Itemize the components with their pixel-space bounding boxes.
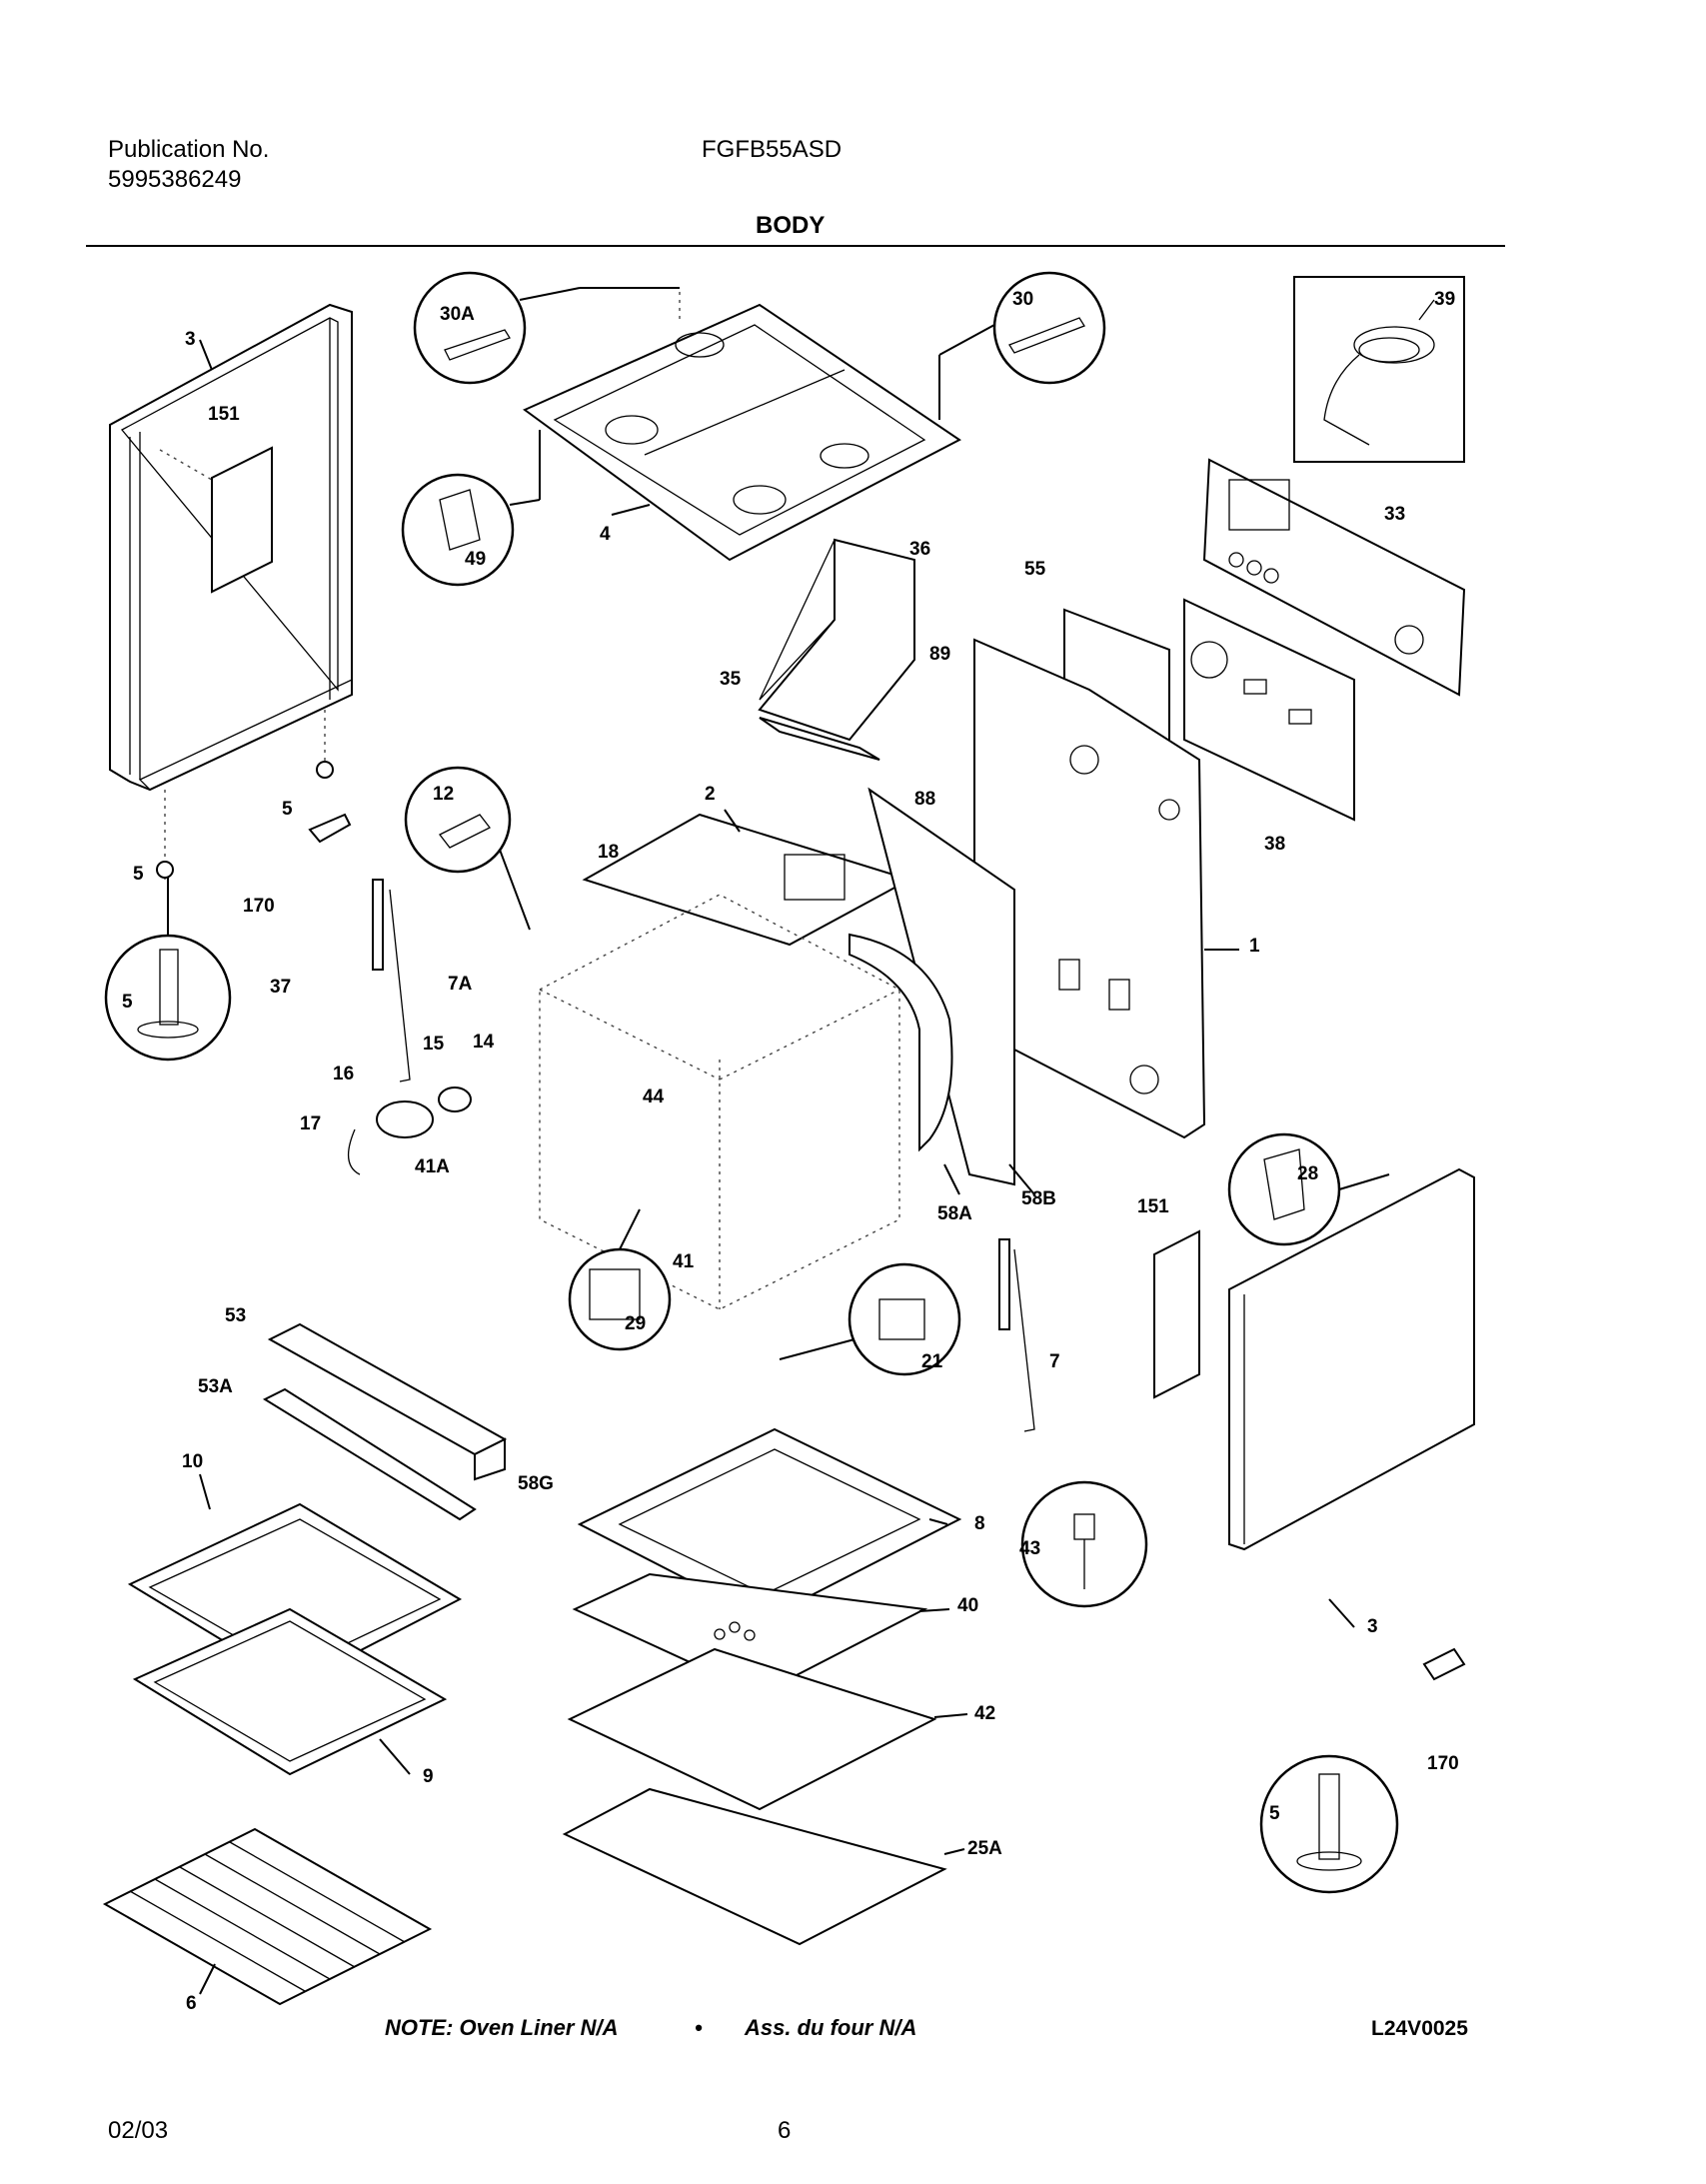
front-trims [262,1322,508,1521]
detail-circle-43 [1020,1480,1148,1608]
callout-15: 15 [423,1034,445,1055]
callout-37: 37 [270,977,291,998]
callout-41: 41 [673,1251,695,1272]
oven-rack [102,1827,433,2006]
callout-10: 10 [182,1451,203,1472]
callout-151-left: 151 [208,404,240,425]
broil-pan [132,1607,448,1776]
detail-circle-12 [404,766,531,931]
callout-5-b: 5 [133,864,144,885]
detail-circle-30a [413,271,680,385]
detail-circle-28 [1227,1132,1390,1246]
callout-39: 39 [1434,289,1455,310]
callout-17: 17 [300,1113,321,1134]
detail-circle-leveler-right [1259,1754,1399,1894]
callout-170-left: 170 [243,896,275,917]
back-panel-upper [1202,458,1466,697]
model-number: FGFB55ASD [702,136,843,163]
callout-28: 28 [1297,1163,1318,1184]
header-rule [86,245,1505,247]
callout-5-a: 5 [282,799,293,820]
callout-7: 7 [1049,1351,1060,1372]
callout-16: 16 [333,1064,354,1085]
callout-41a: 41A [415,1156,450,1177]
callout-29: 29 [625,1313,646,1334]
publication-number: 5995386249 [108,166,242,193]
main-top [523,292,961,562]
drawer-frame [562,1787,947,1946]
callout-35: 35 [720,669,742,690]
detail-circle-leveler-left [104,878,232,1062]
callout-42: 42 [974,1703,995,1724]
callout-30a: 30A [440,304,475,325]
callout-1: 1 [1249,936,1260,957]
callout-14: 14 [473,1032,495,1053]
callout-5-d: 5 [1269,1803,1280,1824]
callout-170-right: 170 [1427,1753,1459,1774]
note-oven-liner-fr: Ass. du four N/A [745,2015,917,2040]
door-hinge-right [998,1238,1035,1432]
callout-30: 30 [1012,289,1033,310]
callout-58b: 58B [1021,1188,1056,1209]
callout-2: 2 [705,784,716,805]
callout-3-right: 3 [1367,1616,1378,1637]
left-side-panel [109,303,353,880]
publication-label: Publication No. [108,136,270,163]
drawing-code: L24V0025 [1371,2017,1468,2040]
callout-6: 6 [186,1993,197,2014]
callout-7a: 7A [448,974,473,995]
side-trim [849,787,1015,1186]
callout-18: 18 [598,842,619,863]
vent-duct [758,538,915,742]
liner-top [582,813,912,947]
callout-21: 21 [921,1351,943,1372]
callout-53: 53 [225,1305,246,1326]
detail-circle-21 [779,1262,961,1376]
door-hinge-left [372,879,411,1083]
callout-44: 44 [643,1087,665,1107]
callout-43: 43 [1019,1538,1040,1559]
callout-33: 33 [1384,504,1405,525]
callout-151-right: 151 [1137,1196,1169,1217]
detail-circle-29 [568,1208,672,1351]
callout-12: 12 [433,784,454,805]
callout-49: 49 [465,549,486,570]
callout-8: 8 [974,1513,985,1534]
broil-burner-parts [348,1087,472,1175]
callout-58a: 58A [937,1203,972,1224]
callout-4: 4 [600,524,611,545]
section-title: BODY [756,212,826,239]
oven-cavity-outline [539,894,900,1310]
page-number: 6 [778,2117,792,2144]
callout-38: 38 [1264,834,1285,855]
note-oven-liner: NOTE: Oven Liner N/A [385,2015,619,2040]
baffle [567,1647,937,1811]
callout-9: 9 [423,1766,434,1787]
callout-58g: 58G [518,1473,554,1494]
callout-40: 40 [957,1595,978,1616]
publication-date: 02/03 [108,2117,169,2144]
callout-3-left: 3 [185,329,196,350]
callout-25a: 25A [967,1838,1002,1859]
callout-89: 89 [929,644,950,665]
detail-circle-49 [401,430,541,587]
note-bullet: • [695,2015,703,2040]
right-side-panel [1153,1167,1475,1551]
power-cord-box [1293,276,1465,463]
callout-5-c: 5 [122,992,133,1013]
callout-53a: 53A [198,1376,233,1397]
callout-88: 88 [914,789,935,810]
callout-36: 36 [909,539,930,560]
callout-55: 55 [1024,559,1046,580]
detail-circle-30 [938,271,1106,420]
